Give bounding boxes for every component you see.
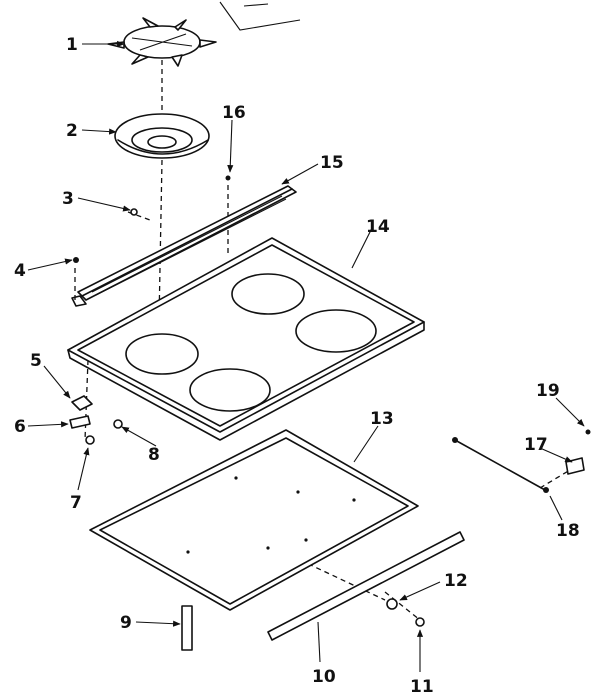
part-front-strip	[267, 531, 465, 641]
callout-1: 1	[66, 35, 78, 55]
callout-13: 13	[370, 409, 394, 429]
callout-2: 2	[66, 121, 78, 141]
part-cooktop	[67, 237, 425, 441]
callout-7: 7	[70, 493, 82, 513]
callout-19: 19	[536, 381, 560, 401]
callout-6: 6	[14, 417, 26, 437]
callout-18: 18	[556, 521, 580, 541]
part-rear-trim	[71, 185, 297, 307]
callout-10: 10	[312, 667, 336, 687]
callout-12: 12	[444, 571, 468, 591]
leader-lines	[27, 40, 585, 672]
callout-16: 16	[222, 103, 246, 123]
corner-fragment	[219, 1, 301, 31]
part-hardware	[69, 175, 425, 651]
callout-labels: 1 2 3 4 5 6 7 8 9 10 11 12 13 14 15 16 1…	[14, 35, 580, 697]
callout-14: 14	[366, 217, 390, 237]
callout-17: 17	[524, 435, 548, 455]
part-burner-spider	[107, 17, 217, 67]
callout-4: 4	[14, 261, 26, 281]
part-drip-bowl	[114, 113, 210, 159]
alignment-lines	[74, 60, 571, 621]
callout-15: 15	[320, 153, 344, 173]
callout-11: 11	[410, 677, 434, 697]
part-bottom-panel	[89, 429, 419, 611]
callout-8: 8	[148, 445, 160, 465]
callout-5: 5	[30, 351, 42, 371]
callout-3: 3	[62, 189, 74, 209]
callout-9: 9	[120, 613, 132, 633]
